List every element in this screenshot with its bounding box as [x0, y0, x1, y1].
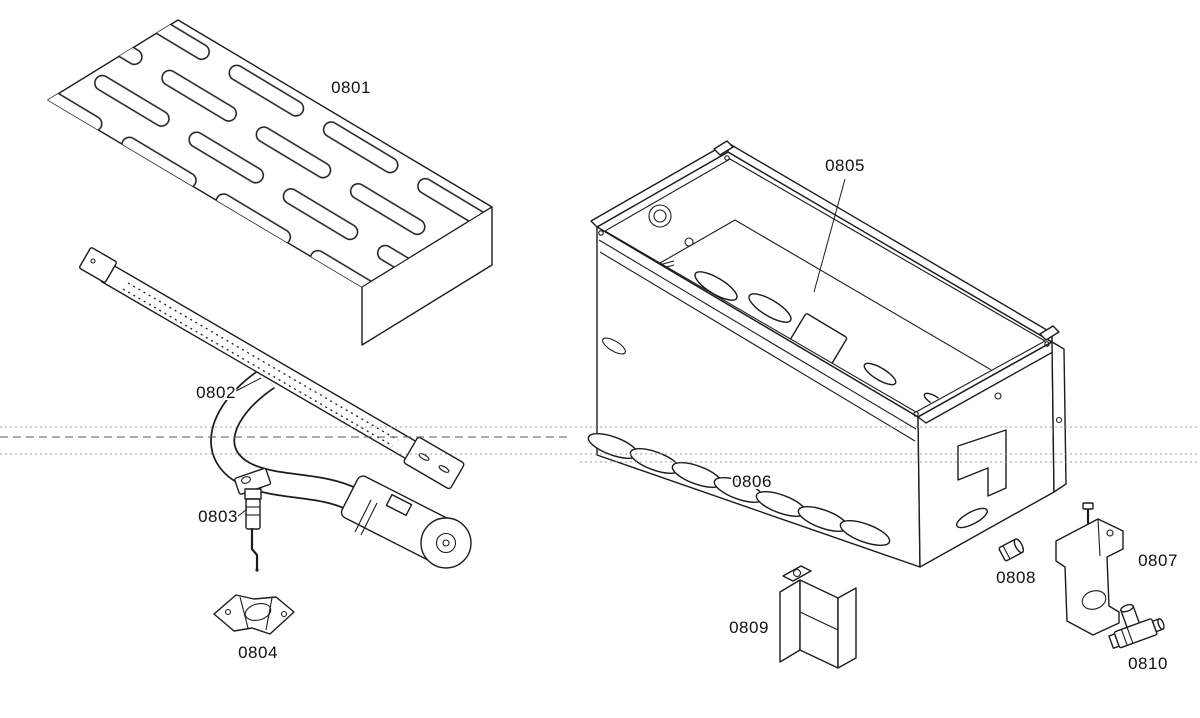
- part-0807-bracket-drawing: [1055, 502, 1124, 636]
- part-0806-burner-box-drawing: [587, 140, 1067, 568]
- part-label-0809: 0809: [729, 618, 769, 637]
- part-0803-igniter-drawing: [234, 467, 272, 572]
- part-label-0803: 0803: [198, 507, 238, 526]
- part-0808-bushing-drawing: [998, 538, 1025, 562]
- part-0802-burner-tube-drawing: [79, 247, 472, 569]
- part-0801-heat-shield-drawing: [47, 19, 493, 346]
- part-label-0802: 0802: [196, 383, 236, 402]
- part-label-0807: 0807: [1138, 551, 1178, 570]
- scan-artifact-lines: [0, 426, 1200, 463]
- part-0810-fitting-drawing: [1108, 603, 1165, 649]
- part-label-0805: 0805: [825, 156, 865, 175]
- burner-box-front-slots: [587, 433, 891, 546]
- part-label-0801: 0801: [331, 78, 371, 97]
- leader-lines: [235, 178, 846, 518]
- part-label-0810: 0810: [1128, 654, 1168, 673]
- part-label-0806: 0806: [732, 472, 772, 491]
- part-label-0808: 0808: [996, 568, 1036, 587]
- part-label-0804: 0804: [238, 643, 278, 662]
- burner-head-end-cap: [420, 517, 472, 569]
- part-0809-bracket-drawing: [779, 565, 857, 669]
- part-0804-bracket-drawing: [213, 594, 295, 635]
